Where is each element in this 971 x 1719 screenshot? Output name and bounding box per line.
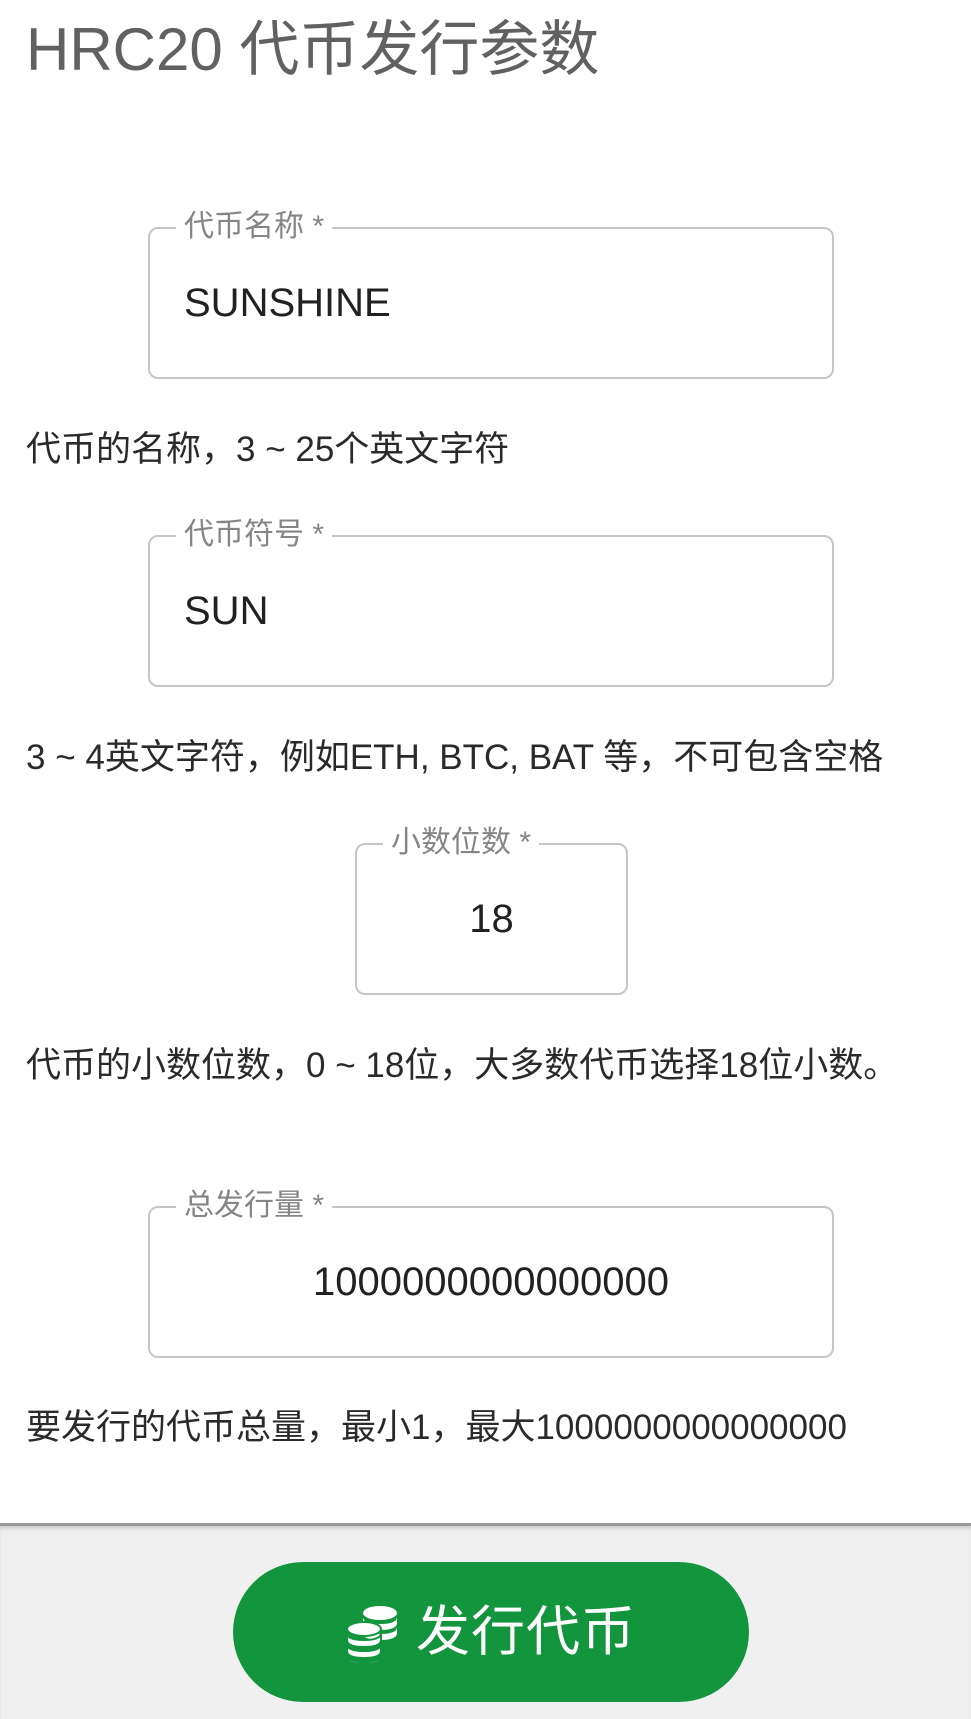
decimals-field[interactable]: 小数位数 * 18 — [355, 823, 628, 995]
token-symbol-help: 3 ~ 4英文字符，例如ETH, BTC, BAT 等，不可包含空格 — [26, 738, 884, 777]
decimals-label: 小数位数 * — [383, 823, 540, 863]
total-supply-field[interactable]: 总发行量 * 1000000000000000 — [148, 1186, 834, 1358]
issue-token-label: 发行代币 — [416, 1602, 636, 1662]
token-name-input[interactable]: SUNSHINE — [184, 280, 391, 325]
token-symbol-input[interactable]: SUN — [184, 588, 269, 633]
decimals-input[interactable]: 18 — [469, 896, 514, 941]
token-name-help: 代币的名称，3 ~ 25个英文字符 — [26, 430, 510, 469]
token-symbol-label: 代币符号 * — [176, 515, 333, 555]
coins-icon — [346, 1603, 398, 1666]
token-symbol-field[interactable]: 代币符号 * SUN — [148, 515, 834, 687]
total-supply-input[interactable]: 1000000000000000 — [313, 1259, 669, 1304]
total-supply-help: 要发行的代币总量，最小1，最大1000000000000000 — [26, 1408, 847, 1447]
token-name-label: 代币名称 * — [176, 207, 333, 247]
total-supply-label: 总发行量 * — [176, 1186, 333, 1226]
issue-token-button[interactable]: 发行代币 — [233, 1562, 749, 1702]
page-title: HRC20 代币发行参数 — [26, 16, 600, 83]
decimals-help: 代币的小数位数，0 ~ 18位，大多数代币选择18位小数。 — [26, 1046, 899, 1085]
token-name-field[interactable]: 代币名称 * SUNSHINE — [148, 207, 834, 379]
